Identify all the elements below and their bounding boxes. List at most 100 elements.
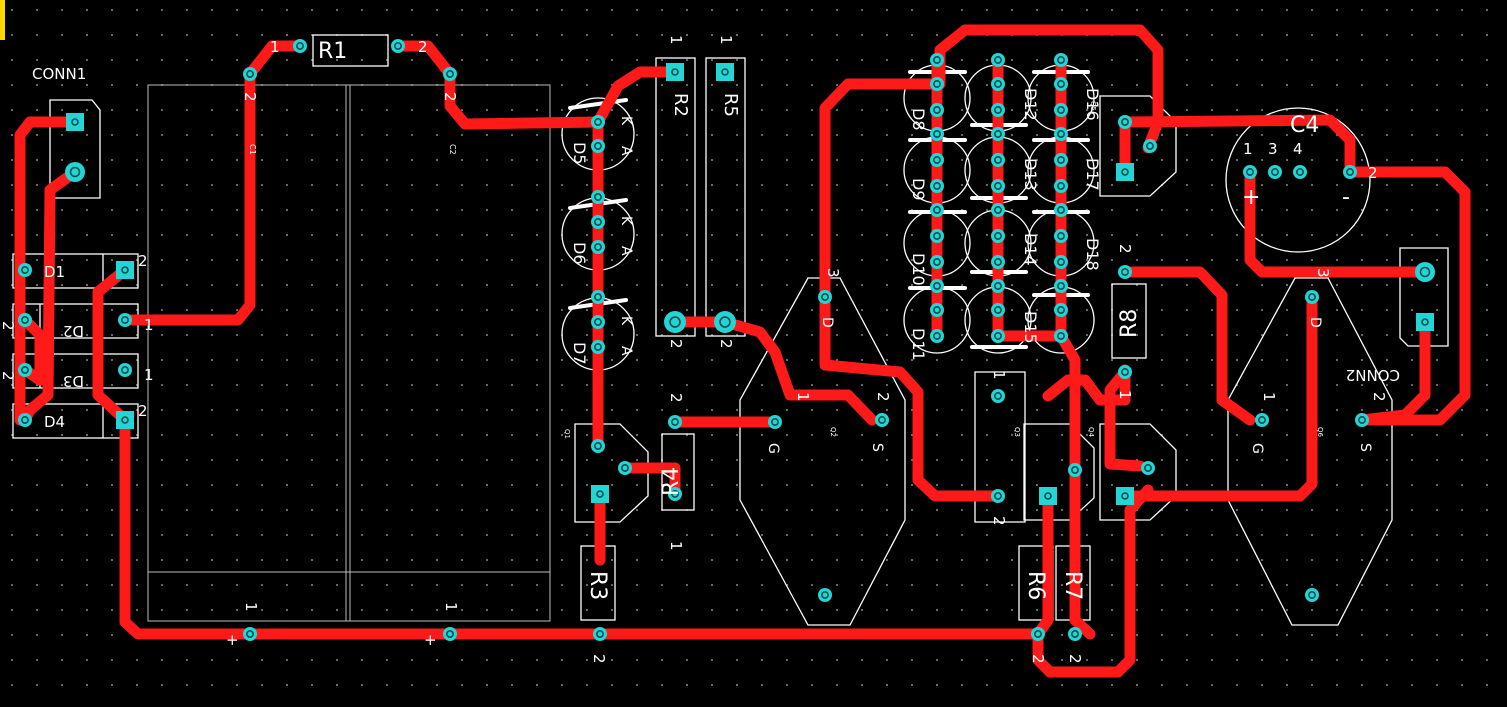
d6-label: D6 — [570, 242, 589, 265]
grid-dot — [686, 184, 688, 186]
pad-hole — [994, 306, 1002, 314]
grid-dot — [1411, 134, 1413, 136]
grid-dot — [1111, 234, 1113, 236]
grid-dot — [461, 409, 463, 411]
grid-dot — [461, 134, 463, 136]
grid-dot — [436, 459, 438, 461]
grid-dot — [1186, 209, 1188, 211]
grid-dot — [336, 184, 338, 186]
grid-dot — [1111, 359, 1113, 361]
pad — [591, 115, 605, 129]
pad — [591, 190, 605, 204]
grid-dot — [336, 659, 338, 661]
grid-dot — [136, 484, 138, 486]
grid-dot — [461, 584, 463, 586]
grid-dot — [811, 684, 813, 686]
grid-dot — [561, 684, 563, 686]
grid-dot — [1211, 384, 1213, 386]
grid-dot — [1211, 659, 1213, 661]
grid-dot — [86, 484, 88, 486]
pad — [930, 53, 944, 67]
pad-hole — [1057, 156, 1065, 164]
grid-dot — [486, 484, 488, 486]
grid-dot — [561, 59, 563, 61]
grid-dot — [761, 184, 763, 186]
grid-dot — [211, 434, 213, 436]
grid-dot — [1286, 234, 1288, 236]
pad-hole — [21, 316, 29, 324]
d4-pin2: 2 — [138, 402, 148, 420]
grid-dot — [1261, 309, 1263, 311]
pad — [1054, 229, 1068, 243]
grid-dot — [711, 134, 713, 136]
grid-dot — [361, 434, 363, 436]
grid-dot — [1236, 534, 1238, 536]
grid-dot — [1236, 59, 1238, 61]
grid-dot — [1361, 259, 1363, 261]
grid-dot — [236, 659, 238, 661]
grid-dot — [611, 384, 613, 386]
grid-dot — [561, 459, 563, 461]
grid-dot — [161, 409, 163, 411]
grid-dot — [511, 9, 513, 11]
grid-dot — [186, 484, 188, 486]
pad — [991, 329, 1005, 343]
grid-dot — [1361, 584, 1363, 586]
grid-dot — [686, 484, 688, 486]
grid-dot — [1036, 359, 1038, 361]
pad-hole — [994, 182, 1002, 190]
c4-pin1: 1 — [1243, 140, 1253, 158]
grid-dot — [586, 134, 588, 136]
grid-dot — [186, 559, 188, 561]
grid-dot — [911, 59, 913, 61]
grid-dot — [136, 159, 138, 161]
grid-dot — [186, 209, 188, 211]
grid-dot — [1186, 659, 1188, 661]
c2-plus: + — [424, 631, 437, 649]
grid-dot — [436, 334, 438, 336]
pad-hole — [594, 343, 602, 351]
grid-dot — [1136, 309, 1138, 311]
grid-dot — [1436, 409, 1438, 411]
grid-dot — [261, 584, 263, 586]
grid-dot — [1411, 584, 1413, 586]
grid-dot — [886, 484, 888, 486]
grid-dot — [1186, 584, 1188, 586]
grid-dot — [1111, 84, 1113, 86]
grid-dot — [1136, 109, 1138, 111]
grid-dot — [1211, 459, 1213, 461]
grid-dot — [1061, 534, 1063, 536]
grid-dot — [786, 609, 788, 611]
grid-dot — [411, 609, 413, 611]
grid-dot — [1261, 109, 1263, 111]
grid-dot — [311, 159, 313, 161]
grid-dot — [911, 284, 913, 286]
grid-dot — [786, 309, 788, 311]
grid-dot — [361, 684, 363, 686]
grid-dot — [336, 534, 338, 536]
grid-dot — [511, 34, 513, 36]
c4-plus: + — [1242, 185, 1260, 210]
grid-dot — [986, 309, 988, 311]
grid-dot — [236, 209, 238, 211]
d4-label: D4 — [44, 413, 65, 431]
grid-dot — [836, 209, 838, 211]
grid-dot — [11, 509, 13, 511]
q3-outline — [974, 371, 1026, 523]
grid-dot — [186, 359, 188, 361]
grid-dot — [1311, 84, 1313, 86]
grid-dot — [311, 134, 313, 136]
pad — [1355, 413, 1369, 427]
grid-dot — [561, 509, 563, 511]
pad — [118, 363, 132, 377]
grid-dot — [186, 284, 188, 286]
grid-dot — [261, 609, 263, 611]
grid-dot — [736, 359, 738, 361]
grid-dot — [1436, 284, 1438, 286]
grid-dot — [286, 209, 288, 211]
grid-dot — [211, 684, 213, 686]
grid-dot — [561, 484, 563, 486]
grid-dot — [336, 284, 338, 286]
grid-dot — [1011, 659, 1013, 661]
grid-dot — [511, 434, 513, 436]
